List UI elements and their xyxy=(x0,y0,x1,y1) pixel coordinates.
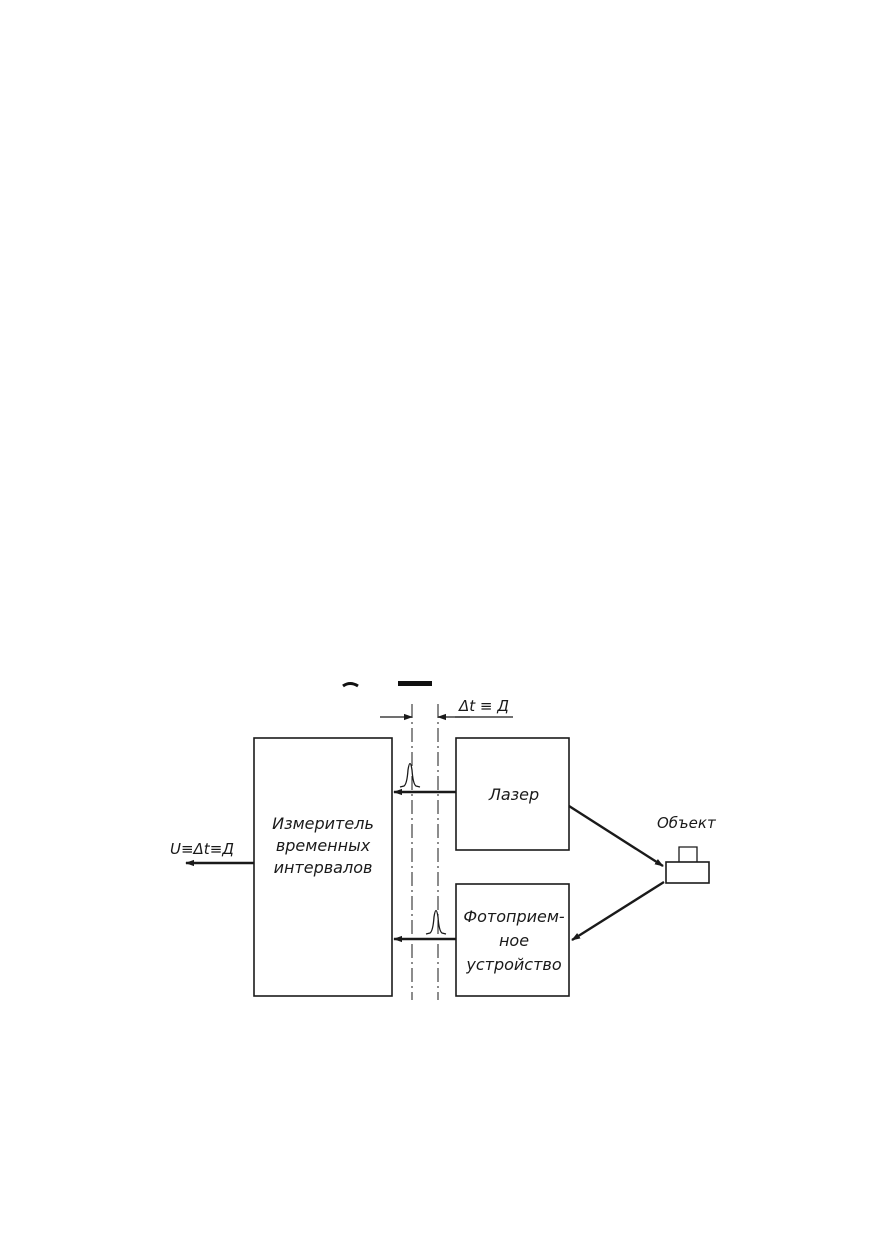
object-target xyxy=(665,846,710,884)
stop-pulse-icon xyxy=(425,909,447,935)
receiver-label-line-3: устройство xyxy=(465,955,561,974)
receiver-block xyxy=(455,883,570,997)
meter-label-line-1: Измеритель xyxy=(272,814,374,833)
meter-label-line-2: временных xyxy=(276,836,371,855)
interval-label: Δt ≡ Д xyxy=(458,697,509,715)
receiver-label-line-2: ное xyxy=(499,931,529,950)
scan-artifact xyxy=(342,681,432,688)
start-pulse-icon xyxy=(399,762,421,788)
laser-block xyxy=(455,737,570,851)
object-label: Объект xyxy=(657,814,717,832)
receiver-label-line-1: Фотоприем- xyxy=(463,907,565,926)
meter-block xyxy=(253,737,393,997)
meter-label-line-3: интервалов xyxy=(274,858,373,877)
laser-label: Лазер xyxy=(488,785,539,804)
object-to-receiver-arrow xyxy=(571,880,665,942)
laser-to-object-arrow xyxy=(568,804,664,868)
output-label: U≡Δt≡Д xyxy=(170,840,234,858)
